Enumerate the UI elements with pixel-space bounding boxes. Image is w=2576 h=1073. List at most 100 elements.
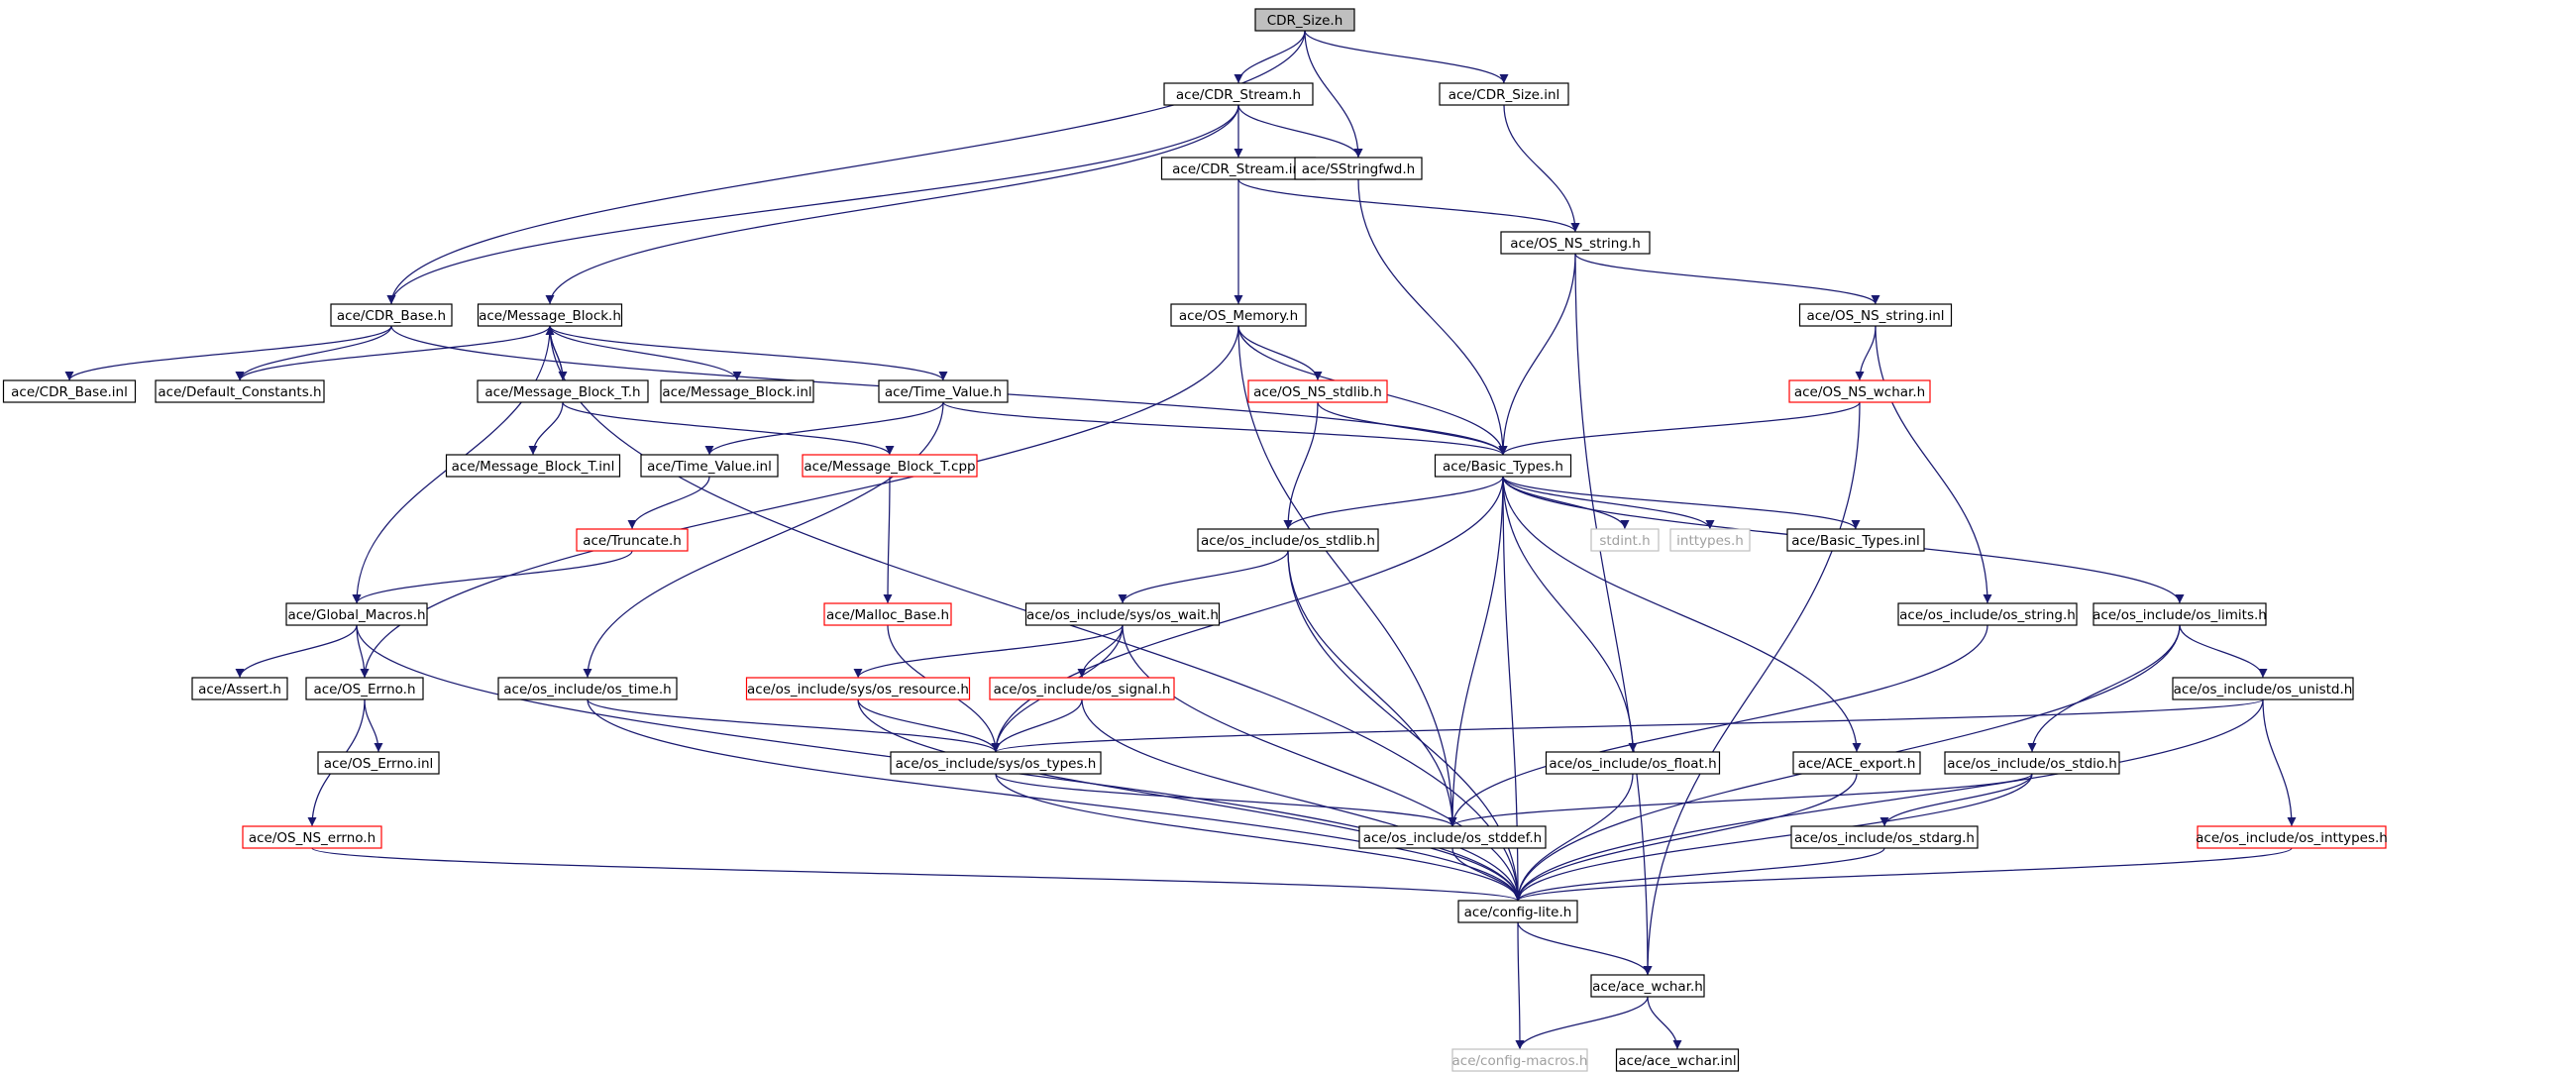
graph-node-os-unistd-h[interactable]: ace/os_include/os_unistd.h [2172, 677, 2354, 700]
edge-cdr-base-h-to-default-constants-h [235, 325, 392, 381]
node-box [660, 379, 814, 403]
node-label: ace/os_include/os_unistd.h [2174, 682, 2353, 697]
graph-node-os-inttypes-h[interactable]: ace/os_include/os_inttypes.h [2196, 825, 2388, 849]
graph-node-assert-h[interactable]: ace/Assert.h [191, 677, 288, 700]
graph-node-os-stddef-h[interactable]: ace/os_include/os_stddef.h [1358, 825, 1547, 849]
node-box [285, 602, 428, 626]
node-label: ace/os_include/sys/os_wait.h [1026, 607, 1219, 623]
edge-cdr-base-h-to-cdr-base-inl [64, 325, 392, 381]
node-box [1451, 1048, 1588, 1072]
graph-node-message-block-t-cpp[interactable]: ace/Message_Block_T.cpp [802, 454, 978, 478]
graph-node-truncate-h[interactable]: ace/Truncate.h [576, 528, 689, 552]
graph-node-os-limits-h[interactable]: ace/os_include/os_limits.h [2093, 602, 2267, 626]
graph-node-os-types-h[interactable]: ace/os_include/sys/os_types.h [890, 751, 1102, 775]
graph-node-os-errno-inl[interactable]: ace/OS_Errno.inl [317, 751, 440, 775]
graph-node-ace-wchar-h[interactable]: ace/ace_wchar.h [1590, 974, 1705, 998]
node-box [1197, 528, 1379, 552]
node-label: ace/OS_NS_errno.h [249, 830, 376, 846]
node-label: ace/Basic_Types.inl [1791, 533, 1919, 549]
edge-basic-types-h-to-os-stdlib-h [1283, 476, 1504, 530]
edge-os-memory-h-to-os-ns-stdlib-h [1237, 325, 1323, 381]
edge-cdr-size-h-to-cdr-size-inl [1304, 30, 1509, 84]
graph-node-os-memory-h[interactable]: ace/OS_Memory.h [1170, 303, 1307, 327]
graph-node-ace-export-h[interactable]: ace/ACE_export.h [1792, 751, 1921, 775]
graph-node-os-signal-h[interactable]: ace/os_include/os_signal.h [989, 677, 1175, 700]
node-box [2093, 602, 2267, 626]
graph-node-ace-wchar-inl[interactable]: ace/ace_wchar.inl [1615, 1048, 1740, 1072]
node-box [890, 751, 1102, 775]
graph-node-os-wait-h[interactable]: ace/os_include/sys/os_wait.h [1024, 602, 1221, 626]
node-label: ace/os_include/os_string.h [1899, 607, 2076, 623]
edge-os-string-h-to-os-stddef-h [1448, 624, 1988, 827]
edge-os-stdio-h-to-os-stdarg-h [1879, 773, 2033, 827]
graph-node-malloc-base-h[interactable]: ace/Malloc_Base.h [823, 602, 952, 626]
edge-config-lite-h-to-config-macros-h [1515, 921, 1525, 1050]
node-box [1358, 825, 1547, 849]
graph-node-cdr-stream-h[interactable]: ace/CDR_Stream.h [1163, 82, 1314, 106]
graph-node-os-ns-wchar-h[interactable]: ace/OS_NS_wchar.h [1788, 379, 1931, 403]
edge-ace-wchar-h-to-ace-wchar-inl [1647, 996, 1682, 1050]
edge-os-time-h-to-config-lite-h [587, 698, 1523, 902]
graph-node-default-constants-h[interactable]: ace/Default_Constants.h [155, 379, 325, 403]
node-box [242, 825, 382, 849]
edge-message-block-t-h-to-message-block-h [545, 325, 564, 381]
graph-node-stdint-h[interactable]: stdint.h [1590, 528, 1660, 552]
graph-node-basic-types-inl[interactable]: ace/Basic_Types.inl [1786, 528, 1925, 552]
graph-node-time-value-inl[interactable]: ace/Time_Value.inl [640, 454, 779, 478]
graph-node-os-ns-string-inl[interactable]: ace/OS_NS_string.inl [1798, 303, 1953, 327]
graph-node-os-time-h[interactable]: ace/os_include/os_time.h [497, 677, 678, 700]
node-label: ace/Message_Block_T.inl [452, 459, 615, 475]
graph-node-message-block-inl[interactable]: ace/Message_Block.inl [660, 379, 814, 403]
node-label: ace/OS_NS_stdlib.h [1253, 384, 1382, 400]
graph-node-message-block-t-inl[interactable]: ace/Message_Block_T.inl [445, 454, 621, 478]
node-box [497, 677, 678, 700]
edge-os-ns-string-inl-to-os-string-h [1875, 325, 1992, 604]
node-label: ace/config-macros.h [1452, 1053, 1588, 1069]
graph-node-os-float-h[interactable]: ace/os_include/os_float.h [1545, 751, 1721, 775]
graph-node-cdr-base-inl[interactable]: ace/CDR_Base.inl [2, 379, 137, 403]
node-label: ace/CDR_Size.inl [1449, 87, 1560, 103]
node-box [1170, 303, 1307, 327]
graph-node-inttypes-h[interactable]: inttypes.h [1669, 528, 1751, 552]
graph-node-os-string-h[interactable]: ace/os_include/os_string.h [1897, 602, 2078, 626]
node-box [445, 454, 621, 478]
graph-node-os-stdarg-h[interactable]: ace/os_include/os_stdarg.h [1790, 825, 1979, 849]
node-box [1500, 231, 1651, 255]
node-label: ace/SStringfwd.h [1302, 161, 1415, 177]
node-label: ace/os_include/os_stdlib.h [1201, 533, 1375, 549]
graph-node-os-ns-string-h[interactable]: ace/OS_NS_string.h [1500, 231, 1651, 255]
edge-cdr-size-h-to-cdr-stream-h [1234, 30, 1306, 84]
graph-node-config-lite-h[interactable]: ace/config-lite.h [1457, 900, 1578, 923]
graph-node-os-stdlib-h[interactable]: ace/os_include/os_stdlib.h [1197, 528, 1379, 552]
node-label: ace/os_include/os_limits.h [2093, 607, 2267, 623]
graph-node-cdr-size-h[interactable]: CDR_Size.h [1254, 8, 1355, 32]
graph-node-cdr-stream-inl[interactable]: ace/CDR_Stream.inl [1160, 157, 1317, 180]
edge-message-block-h-to-message-block-inl [549, 325, 742, 381]
graph-node-message-block-h[interactable]: ace/Message_Block.h [477, 303, 623, 327]
graph-node-os-stdio-h[interactable]: ace/os_include/os_stdio.h [1944, 751, 2120, 775]
graph-node-global-macros-h[interactable]: ace/Global_Macros.h [285, 602, 428, 626]
graph-node-os-resource-h[interactable]: ace/os_include/sys/os_resource.h [745, 677, 971, 700]
edge-os-wait-h-to-os-resource-h [853, 624, 1124, 679]
graph-node-time-value-h[interactable]: ace/Time_Value.h [878, 379, 1009, 403]
node-label: ace/OS_Errno.inl [324, 756, 434, 772]
edge-cdr-stream-h-to-cdr-base-h [386, 104, 1239, 305]
edge-os-ns-string-h-to-basic-types-h [1498, 253, 1576, 456]
graph-node-message-block-t-h[interactable]: ace/Message_Block_T.h [477, 379, 649, 403]
graph-node-config-macros-h[interactable]: ace/config-macros.h [1451, 1048, 1588, 1072]
graph-node-sstringfwd-h[interactable]: ace/SStringfwd.h [1294, 157, 1423, 180]
node-box [155, 379, 325, 403]
graph-node-basic-types-h[interactable]: ace/Basic_Types.h [1434, 454, 1572, 478]
graph-node-os-ns-errno-h[interactable]: ace/OS_NS_errno.h [242, 825, 382, 849]
node-label: ace/OS_Memory.h [1179, 308, 1298, 324]
graph-node-os-ns-stdlib-h[interactable]: ace/OS_NS_stdlib.h [1247, 379, 1388, 403]
edge-os-limits-h-to-os-stdio-h [2027, 624, 2181, 753]
node-label: ace/os_include/os_inttypes.h [2196, 830, 2388, 846]
node-label: stdint.h [1599, 533, 1650, 549]
graph-node-cdr-size-inl[interactable]: ace/CDR_Size.inl [1439, 82, 1569, 106]
node-box [1254, 8, 1355, 32]
graph-node-cdr-base-h[interactable]: ace/CDR_Base.h [330, 303, 453, 327]
node-label: ace/Message_Block.inl [662, 384, 811, 400]
graph-node-os-errno-h[interactable]: ace/OS_Errno.h [305, 677, 424, 700]
edge-cdr-size-h-to-cdr-base-h [386, 30, 1306, 305]
